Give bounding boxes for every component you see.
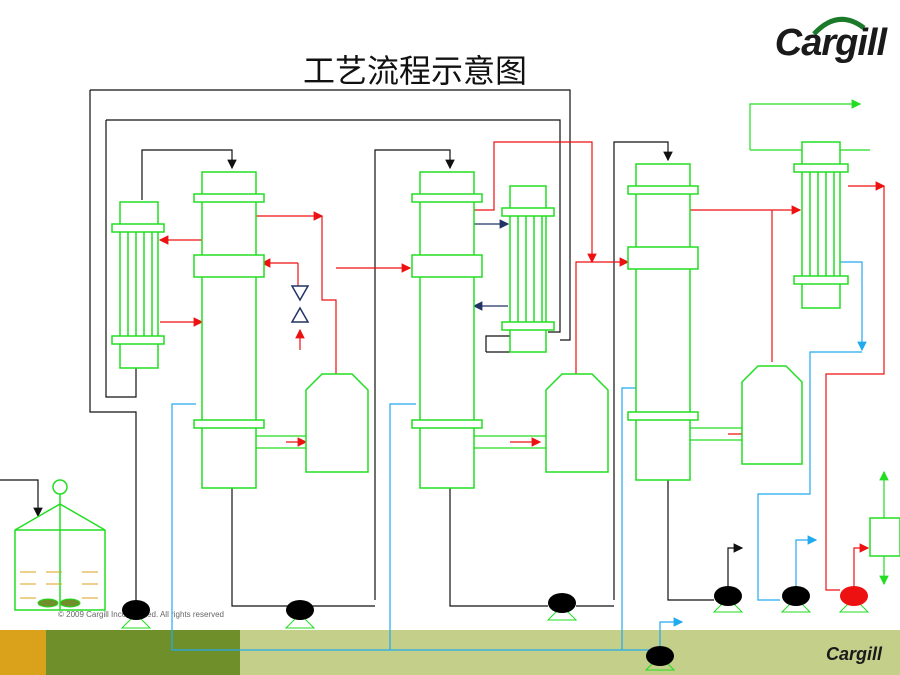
page-title: 工艺流程示意图 [302,52,527,90]
vent-lines [256,99,889,586]
equipment [14,141,900,611]
pump-2-icon [284,600,316,629]
agitator-blade-icon [37,598,59,608]
separator-2 [545,373,609,473]
footer-band-light [240,630,900,675]
cooling-water-lines [171,261,867,651]
footer-band-green [46,630,240,675]
pump-1-icon [120,600,152,629]
pump-4-icon [712,586,744,613]
process-lines [0,89,744,607]
evaporator-column-1 [201,171,257,489]
cargill-logo-footer: Cargill [825,644,882,664]
tank-level [20,571,98,599]
cargill-logo: Cargill [774,22,887,64]
pumps [120,586,870,671]
footer-band-gold [0,630,46,675]
cargill-logo-arc-icon [812,16,866,36]
receiver-box [869,517,900,557]
evaporator-column-3 [635,163,691,481]
evaporator-column-2 [419,171,475,489]
pump-6-icon [838,586,870,613]
control-valve-icon [290,285,310,323]
pump-5-icon [780,586,812,613]
condenser-arrows [472,219,510,311]
pump-3-icon [546,593,578,621]
separator-3 [741,365,803,465]
separator-1 [305,373,369,473]
pump-7-icon [644,646,676,671]
